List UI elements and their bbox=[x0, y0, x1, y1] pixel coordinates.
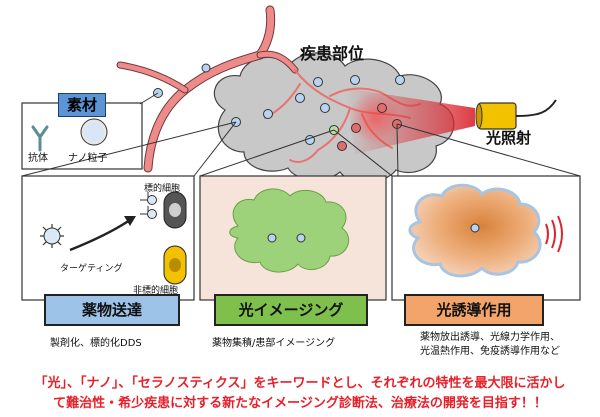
target-cell-label: 標的細胞 bbox=[144, 184, 181, 194]
light-action-desc-line1: 薬物放出誘導、光線力学作用、 bbox=[420, 332, 560, 343]
optical-imaging-desc: 薬物集積/患部イメージング bbox=[212, 338, 336, 349]
light-source-icon bbox=[475, 99, 557, 130]
antibody-icon bbox=[31, 125, 49, 152]
panel-title-light-induced-action: 光誘導作用 bbox=[404, 294, 544, 326]
nanoparticle-icon bbox=[80, 118, 108, 146]
non-target-cell bbox=[163, 245, 187, 285]
drug-delivery-desc: 製剤化、標的化DDS bbox=[50, 338, 142, 349]
footer-line-2: て難治性・希少疾患に対する新たなイメージング診断法、治療法の開発を目指す！！ bbox=[53, 396, 547, 411]
footer-line-1: 「光」、「ナノ」、「セラノスティクス」をキーワードとし、それぞれの特性を最大限に… bbox=[34, 376, 566, 391]
target-cell bbox=[140, 191, 187, 229]
disease-site-label: 疾患部位 bbox=[300, 44, 365, 63]
blood-vessel bbox=[116, 5, 299, 173]
panel-title-drug-delivery: 薬物送達 bbox=[44, 294, 180, 326]
irradiated-spot bbox=[349, 92, 401, 144]
targeting-label: ターゲティング bbox=[60, 264, 123, 274]
nanocarrier-icon bbox=[40, 224, 64, 248]
light-irradiation-label: 光照射 bbox=[486, 129, 532, 147]
imaging-cloud bbox=[229, 188, 350, 273]
light-wave-icon bbox=[545, 215, 563, 253]
light-action-desc-line2: 光温熱作用、免疫誘導作用など bbox=[420, 346, 560, 357]
panel-title-optical-imaging: 光イメージング bbox=[214, 294, 368, 326]
antibody-label: 抗体 bbox=[28, 153, 48, 164]
targeting-arrow bbox=[69, 218, 131, 252]
non-target-cell-label: 非標的細胞 bbox=[133, 286, 179, 296]
callout-lines bbox=[21, 121, 581, 177]
nanoparticle-label: ナノ粒子 bbox=[68, 153, 108, 164]
materials-title: 素材 bbox=[58, 93, 106, 117]
